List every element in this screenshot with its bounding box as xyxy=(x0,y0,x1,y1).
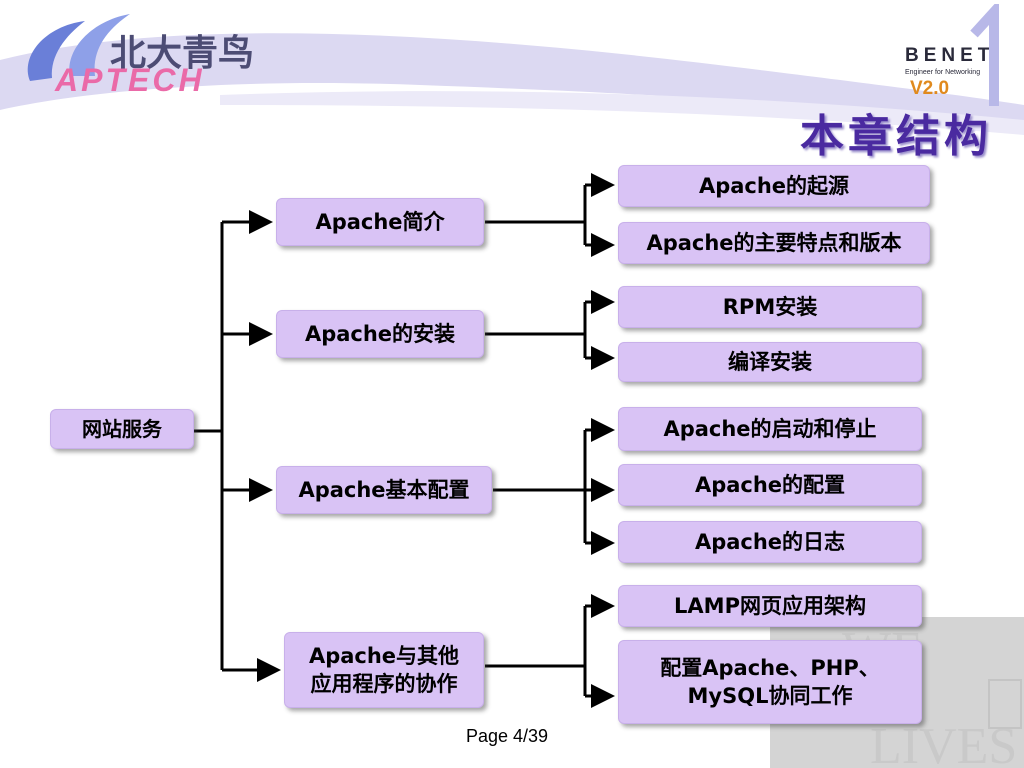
benet-subtitle: Engineer for Networking xyxy=(905,69,981,76)
version-label: V2.0 xyxy=(910,78,950,99)
node-rpm-install: RPM安装 xyxy=(618,286,922,328)
page-number: Page 4/39 xyxy=(466,726,549,746)
node-apache-features: Apache的主要特点和版本 xyxy=(618,222,930,264)
node-apache-install: Apache的安装 xyxy=(276,310,484,358)
header-swoosh xyxy=(0,33,1024,135)
node-apache-start-stop: Apache的启动和停止 xyxy=(618,407,922,451)
benet-logo: BENET Engineer for Networking V2.0 xyxy=(905,45,1015,105)
node-compile-install: 编译安装 xyxy=(618,342,922,382)
benet-text: BENET xyxy=(905,45,995,66)
node-apache-settings: Apache的配置 xyxy=(618,464,922,506)
node-apache-logs: Apache的日志 xyxy=(618,521,922,563)
aptech-logo: 北大青鸟 APTECH xyxy=(10,6,300,98)
node-root: 网站服务 xyxy=(50,409,194,449)
watermark-seal-icon xyxy=(988,679,1022,729)
logo-en-text: APTECH xyxy=(55,62,205,98)
node-lamp-architecture: LAMP网页应用架构 xyxy=(618,585,922,627)
node-apache-cooperation: Apache与其他应用程序的协作 xyxy=(284,632,484,708)
bird-emblem-icon xyxy=(27,14,130,81)
page-title: 本章结构 xyxy=(800,111,992,162)
node-configure-stack: 配置Apache、PHP、MySQL协同工作 xyxy=(618,640,922,724)
logo-cn-text: 北大青鸟 xyxy=(110,33,255,74)
node-apache-origin: Apache的起源 xyxy=(618,165,930,207)
number-one-mark-icon xyxy=(970,4,999,106)
node-apache-config: Apache基本配置 xyxy=(276,466,492,514)
node-apache-intro: Apache简介 xyxy=(276,198,484,246)
